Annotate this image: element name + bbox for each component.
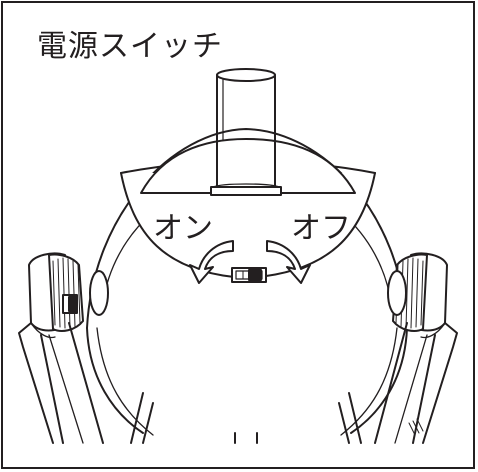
lower-legs: [130, 392, 362, 444]
upper-window: [140, 138, 356, 196]
rotate-left-arrow-icon: [189, 240, 234, 284]
left-stand-arm: [18, 322, 104, 444]
front-panel: [120, 160, 376, 279]
right-stand-arm: [374, 322, 458, 444]
projector-illustration: [18, 68, 458, 444]
off-label: オフ: [291, 211, 351, 246]
right-knob: [387, 252, 448, 332]
rotate-right-arrow-icon: [266, 240, 311, 284]
left-knob: [28, 252, 109, 332]
on-label: オン: [153, 211, 213, 246]
power-slide-switch-icon: [231, 267, 267, 283]
diagram-title: 電源スイッチ: [37, 29, 223, 64]
